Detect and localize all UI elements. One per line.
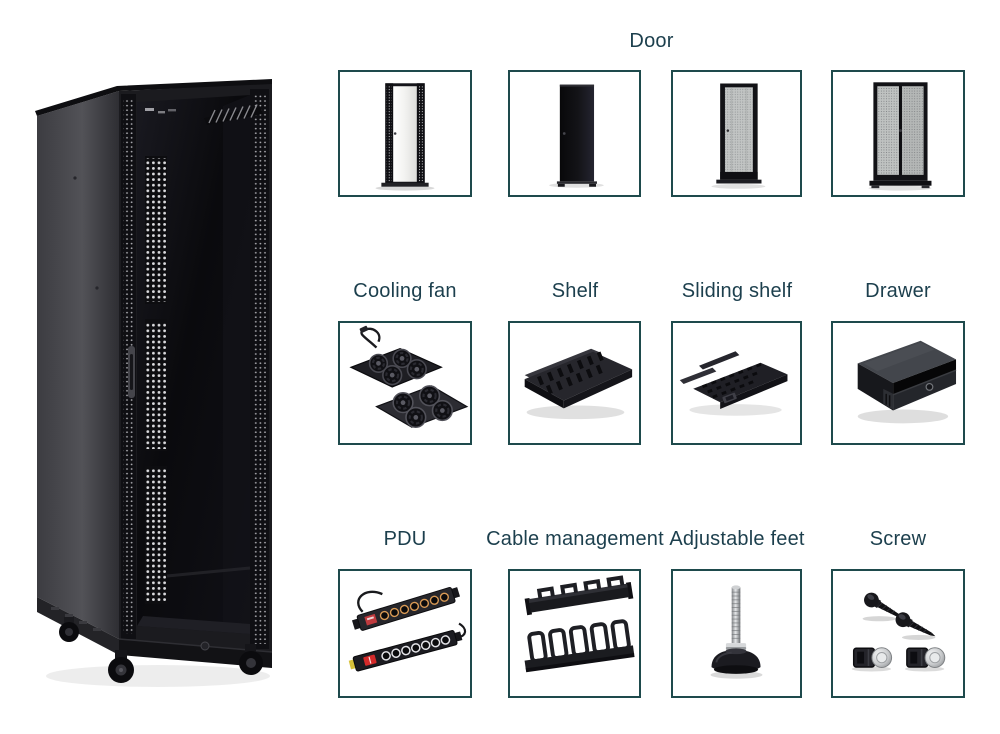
cable-management-label: Cable management: [486, 528, 664, 550]
server-rack-cabinet-image: [33, 76, 275, 692]
double-mesh-door-thumb: [831, 70, 965, 197]
adjustable-feet-thumb: [671, 569, 802, 698]
cooling-fan-icon: [349, 325, 469, 429]
cable-management-thumb: [508, 569, 641, 698]
shelf-icon: [524, 348, 633, 420]
screw-thumb: [831, 569, 965, 698]
solid-door-thumb: [508, 70, 641, 197]
drawer-label: Drawer: [865, 280, 931, 302]
adjustable-feet-icon: [710, 585, 763, 679]
cooling-fan-label: Cooling fan: [353, 280, 457, 302]
server-rack-cabinet-icon: [35, 79, 273, 687]
pdu-icon: [348, 586, 467, 672]
sliding-shelf-icon: [679, 351, 788, 416]
drawer-icon: [857, 340, 957, 424]
glass-door-icon: [375, 83, 435, 191]
solid-door-icon: [549, 84, 604, 188]
shelf-thumb: [508, 321, 641, 445]
sliding-shelf-thumb: [671, 321, 802, 445]
mesh-door-thumb: [671, 70, 802, 197]
cable-management-icon: [524, 575, 635, 673]
double-mesh-door-icon: [868, 82, 932, 191]
cooling-fan-thumb: [338, 321, 472, 445]
door-group-label: Door: [629, 30, 674, 52]
adjustable-feet-label: Adjustable feet: [669, 528, 805, 550]
pdu-label: PDU: [383, 528, 427, 550]
screw-label: Screw: [869, 528, 927, 550]
sliding-shelf-label: Sliding shelf: [681, 280, 793, 302]
pdu-thumb: [338, 569, 472, 698]
screw-icon: [851, 592, 946, 672]
glass-door-thumb: [338, 70, 472, 197]
shelf-label: Shelf: [551, 280, 599, 302]
mesh-door-icon: [711, 83, 766, 189]
drawer-thumb: [831, 321, 965, 445]
